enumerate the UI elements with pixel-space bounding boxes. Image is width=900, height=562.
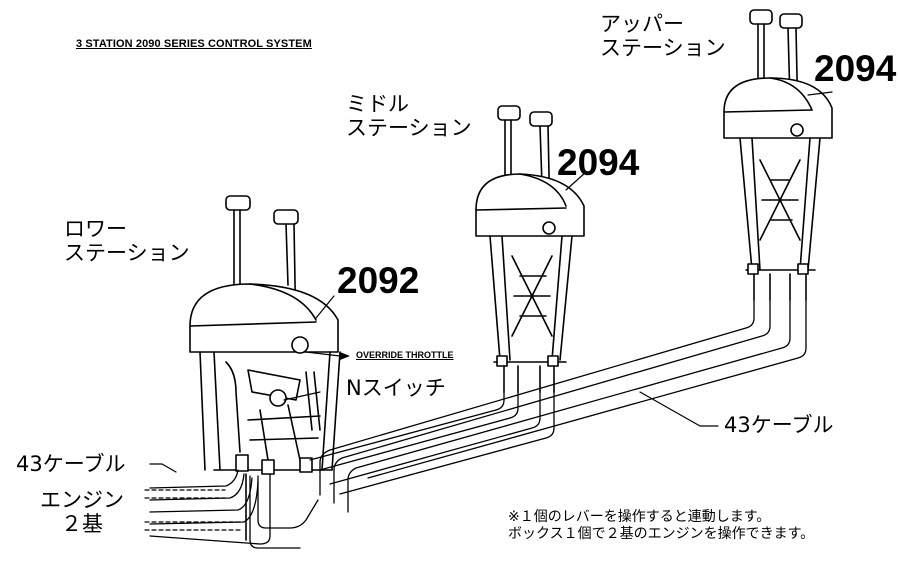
- lower-station-label-line2: ステーション: [64, 241, 190, 266]
- footnote-line1: ※１個のレバーを操作すると連動します。: [508, 509, 771, 525]
- middle-station-unit: [475, 105, 585, 393]
- leader-lines: [149, 91, 833, 473]
- upper-station-label: アッパー ステーション: [600, 12, 726, 60]
- cable-label-left: 43ケーブル: [16, 452, 126, 476]
- cable-runs: [149, 299, 807, 549]
- upper-station-model: 2094: [814, 48, 897, 89]
- engine-cable-ends: [144, 489, 241, 531]
- middle-station-label-line2: ステーション: [346, 116, 472, 141]
- engine-label: エンジン ２基: [40, 488, 124, 536]
- lower-station-label: ロワー ステーション: [64, 217, 190, 265]
- n-switch-label: Nスイッチ: [346, 376, 446, 400]
- footnote: ※１個のレバーを操作すると連動します。 ボックス１個で２基のエンジンを操作できま…: [508, 509, 814, 543]
- lower-station-model: 2092: [337, 260, 420, 301]
- middle-station-label-line1: ミドル: [346, 92, 409, 116]
- override-throttle-label: OVERRIDE THROTTLE: [356, 350, 454, 360]
- engine-label-line1: エンジン: [40, 488, 124, 512]
- upper-station-unit: [723, 9, 833, 301]
- cable-label-right: 43ケーブル: [724, 413, 834, 437]
- footnote-line2: ボックス１個で２基のエンジンを操作できます。: [508, 525, 815, 542]
- middle-station-model: 2094: [557, 142, 640, 183]
- lower-station-unit: [189, 195, 341, 541]
- upper-station-label-line1: アッパー: [600, 12, 684, 36]
- lower-station-label-line1: ロワー: [64, 217, 127, 241]
- middle-station-label: ミドル ステーション: [346, 92, 472, 140]
- upper-station-label-line2: ステーション: [600, 36, 726, 61]
- engine-label-line2: ２基: [61, 512, 103, 537]
- drawing-title: 3 STATION 2090 SERIES CONTROL SYSTEM: [76, 38, 312, 50]
